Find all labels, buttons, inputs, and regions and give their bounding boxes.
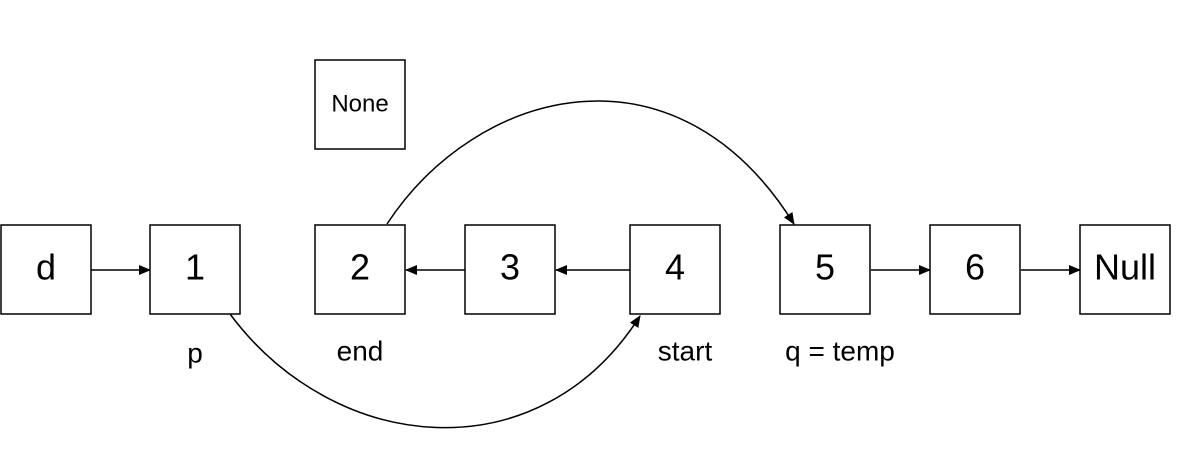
node-4-label: 4 <box>665 247 685 288</box>
node-1: 1 <box>149 224 241 315</box>
node-6-label: 6 <box>965 247 985 288</box>
node-4: 4 <box>629 224 721 315</box>
pointer-label-p: p <box>187 337 203 368</box>
edge-1-to-4-curve <box>229 313 641 429</box>
pointer-label-start: start <box>658 335 713 366</box>
node-3-label: 3 <box>500 247 520 288</box>
node-5: 5 <box>779 224 871 315</box>
node-1-label: 1 <box>185 247 205 288</box>
none-node-label: None <box>331 90 388 117</box>
none-node: None <box>314 59 406 150</box>
node-2: 2 <box>314 224 406 315</box>
pointer-label-q-temp: q = temp <box>785 335 895 366</box>
pointer-label-end: end <box>337 335 384 366</box>
node-5-label: 5 <box>815 247 835 288</box>
node-2-label: 2 <box>350 247 370 288</box>
node-6: 6 <box>929 224 1021 315</box>
node-null-label: Null <box>1094 247 1156 288</box>
edge-2-to-5-curve <box>386 100 795 225</box>
node-3: 3 <box>464 224 556 315</box>
node-d-label: d <box>36 247 56 288</box>
node-null: Null <box>1079 224 1171 315</box>
node-d: d <box>0 224 92 315</box>
